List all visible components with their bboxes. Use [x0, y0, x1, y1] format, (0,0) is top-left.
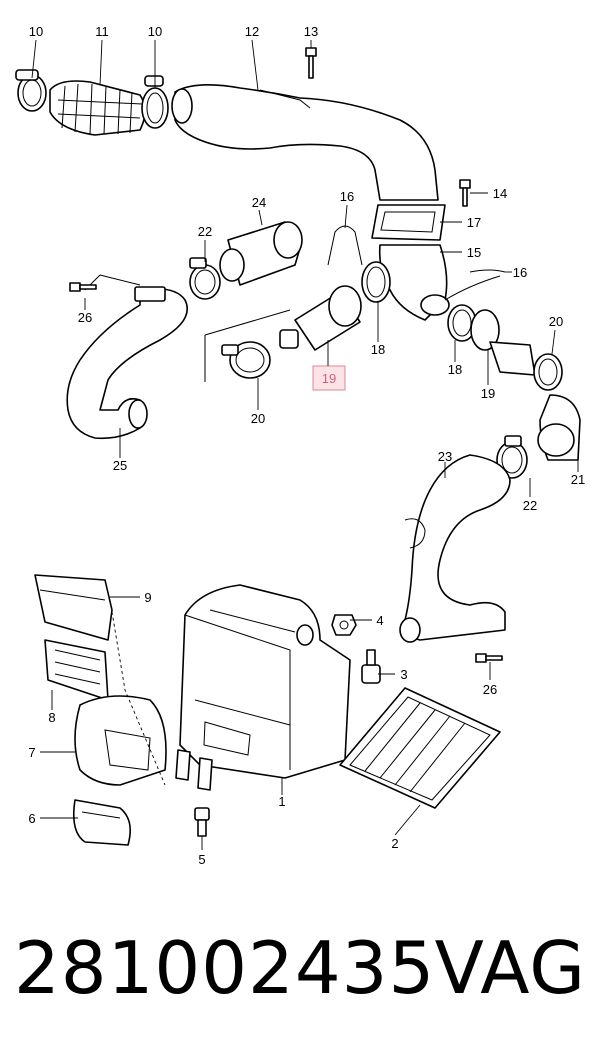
grille-8	[44, 639, 109, 701]
highlight-box-19	[312, 365, 346, 391]
callout-1[interactable]: 1	[278, 794, 285, 809]
callout-13[interactable]: 13	[304, 24, 318, 39]
rubber-mount-3	[361, 649, 381, 684]
callout-9[interactable]: 9	[144, 590, 151, 605]
callout-4[interactable]: 4	[376, 613, 383, 628]
callout-14[interactable]: 14	[493, 186, 507, 201]
callout-16-right[interactable]: 16	[513, 265, 527, 280]
short-hose-24	[219, 221, 303, 286]
intake-duct-12	[171, 84, 439, 201]
callout-8[interactable]: 8	[48, 710, 55, 725]
callout-25[interactable]: 25	[113, 458, 127, 473]
callout-19-highlighted[interactable]: 19	[322, 371, 336, 386]
hose-25	[66, 286, 188, 440]
hose-clamp-10-left	[15, 69, 47, 112]
parts-diagram: 19	[15, 24, 585, 867]
sleeve-19-right	[470, 309, 536, 376]
gasket-17	[371, 204, 446, 241]
callout-15[interactable]: 15	[467, 245, 481, 260]
callout-10-left[interactable]: 10	[29, 24, 43, 39]
callout-6[interactable]: 6	[28, 811, 35, 826]
footer: 281002435 VAG	[0, 918, 600, 1028]
callout-2[interactable]: 2	[391, 836, 398, 851]
hose-clamp-10-right	[141, 75, 169, 129]
bolt-14	[459, 179, 471, 207]
callout-10-right[interactable]: 10	[148, 24, 162, 39]
callout-19-right[interactable]: 19	[481, 386, 495, 401]
air-filter-element-2	[339, 687, 501, 809]
clip-16-right	[444, 269, 506, 301]
hose-clamp-22-top	[189, 257, 221, 300]
cover-plate-9	[34, 574, 113, 641]
part-number: 281002435	[14, 926, 436, 1010]
bolt-26-right	[475, 653, 503, 663]
callout-12[interactable]: 12	[245, 24, 259, 39]
callout-24[interactable]: 24	[252, 195, 266, 210]
callout-11[interactable]: 11	[95, 24, 109, 39]
callout-26-right[interactable]: 26	[483, 682, 497, 697]
inlet-6	[72, 799, 131, 846]
corrugated-boot-11	[49, 80, 146, 136]
callout-22-top[interactable]: 22	[198, 224, 212, 239]
sleeve-19-middle	[279, 285, 362, 351]
callout-17[interactable]: 17	[467, 215, 481, 230]
callout-20-middle[interactable]: 20	[251, 411, 265, 426]
callout-18-middle[interactable]: 18	[371, 342, 385, 357]
intake-duct-23	[399, 454, 511, 643]
callout-26-top[interactable]: 26	[78, 310, 92, 325]
callout-20-right[interactable]: 20	[549, 314, 563, 329]
callout-3[interactable]: 3	[400, 667, 407, 682]
callout-18-right[interactable]: 18	[448, 362, 462, 377]
callout-23[interactable]: 23	[438, 449, 452, 464]
wire-clip-16	[327, 225, 363, 266]
callout-22-right[interactable]: 22	[523, 498, 537, 513]
bolt-26-top	[69, 282, 97, 292]
air-filter-housing-1	[175, 584, 351, 791]
callout-5[interactable]: 5	[198, 852, 205, 867]
callout-21[interactable]: 21	[571, 472, 585, 487]
nut-4	[331, 614, 357, 636]
inlet-duct-7	[74, 695, 167, 786]
brand-name: VAG	[434, 926, 586, 1010]
callout-16-middle[interactable]: 16	[340, 189, 354, 204]
bracket-outline-middle	[204, 309, 291, 382]
screw-5	[194, 807, 210, 837]
callout-7[interactable]: 7	[28, 745, 35, 760]
bolt-13	[305, 47, 317, 79]
hose-clamp-20-middle	[221, 341, 271, 379]
seal-ring-18-middle	[361, 261, 391, 303]
leader-lines	[31, 39, 579, 850]
hose-21	[537, 394, 581, 461]
hose-clamp-20-right	[533, 353, 563, 391]
callout-labels: 10 11 10 12 13 14 17 15 16 16 24 22 26 1…	[28, 24, 585, 867]
